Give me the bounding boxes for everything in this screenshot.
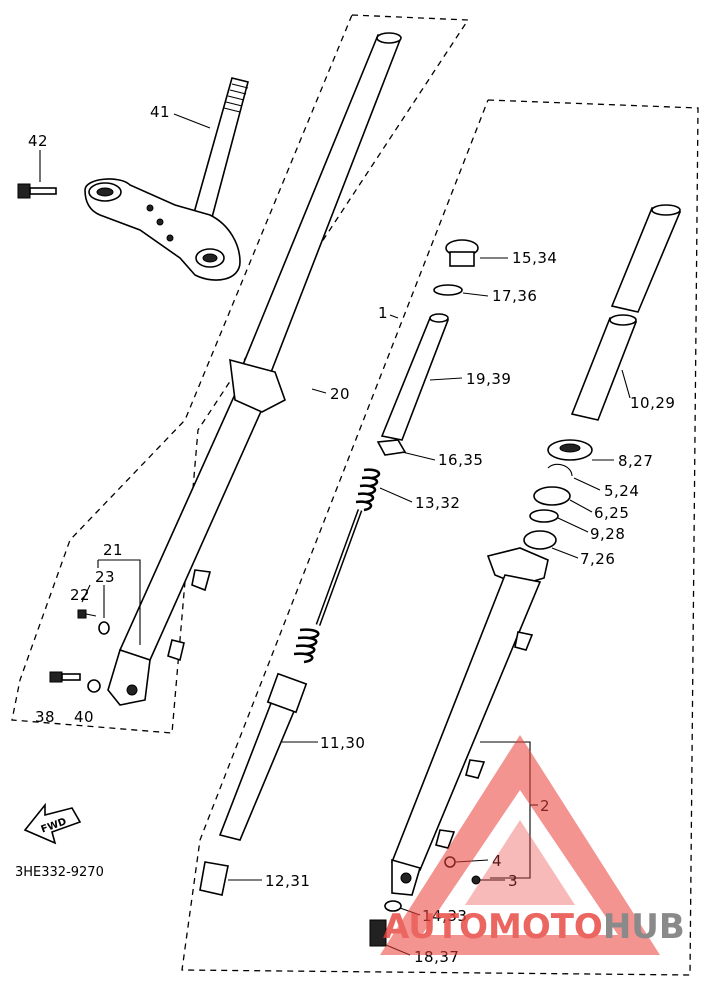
callout-16-35: 16,35 bbox=[438, 451, 483, 469]
watermark: AUTOMOTOHUB bbox=[380, 735, 685, 955]
callout-22: 22 bbox=[70, 586, 90, 604]
callout-23: 23 bbox=[95, 568, 115, 586]
watermark-text: AUTOMOTOHUB bbox=[383, 907, 685, 947]
watermark-triangle-logo bbox=[380, 735, 660, 955]
steering-stem bbox=[191, 77, 249, 226]
callouts: 41 42 21 23 22 38 40 20 1 15,34 17,36 19… bbox=[28, 103, 675, 966]
callout-8-27: 8,27 bbox=[618, 452, 653, 470]
bracket-bolt bbox=[17, 183, 57, 199]
right-inner-tube bbox=[570, 204, 682, 421]
right-seal-stack bbox=[523, 439, 593, 550]
watermark-moto: MOTO bbox=[488, 907, 603, 947]
fwd-arrow: FWD bbox=[23, 802, 82, 845]
callout-13-32: 13,32 bbox=[415, 494, 460, 512]
callout-4: 4 bbox=[492, 852, 502, 870]
callout-17-36: 17,36 bbox=[492, 287, 537, 305]
right-outer-tube bbox=[369, 547, 549, 947]
callout-15-34: 15,34 bbox=[512, 249, 557, 267]
callout-21: 21 bbox=[103, 541, 123, 559]
callout-12-31: 12,31 bbox=[265, 872, 310, 890]
callout-5-24: 5,24 bbox=[604, 482, 639, 500]
callout-11-30: 11,30 bbox=[320, 734, 365, 752]
callout-3: 3 bbox=[508, 872, 518, 890]
under-bracket bbox=[84, 178, 241, 281]
fork-cap bbox=[433, 239, 479, 296]
callout-38: 38 bbox=[35, 708, 55, 726]
callout-19-39: 19,39 bbox=[466, 370, 511, 388]
callout-41: 41 bbox=[150, 103, 170, 121]
left-small-parts bbox=[49, 609, 110, 693]
callout-20: 20 bbox=[330, 385, 350, 403]
callout-10-29: 10,29 bbox=[630, 394, 675, 412]
callout-42: 42 bbox=[28, 132, 48, 150]
callout-6-25: 6,25 bbox=[594, 504, 629, 522]
right-assembly-boundary bbox=[181, 99, 699, 976]
callout-1: 1 bbox=[378, 304, 388, 322]
watermark-hub: HUB bbox=[603, 907, 685, 947]
callout-40: 40 bbox=[74, 708, 94, 726]
left-assembly-boundary bbox=[11, 14, 470, 734]
watermark-auto: AUTO bbox=[383, 907, 488, 947]
callout-9-28: 9,28 bbox=[590, 525, 625, 543]
damper-rod-assembly bbox=[199, 313, 450, 896]
left-fork-tube bbox=[107, 32, 402, 706]
drawing-code: 3HE332-9270 bbox=[15, 865, 104, 880]
callout-7-26: 7,26 bbox=[580, 550, 615, 568]
